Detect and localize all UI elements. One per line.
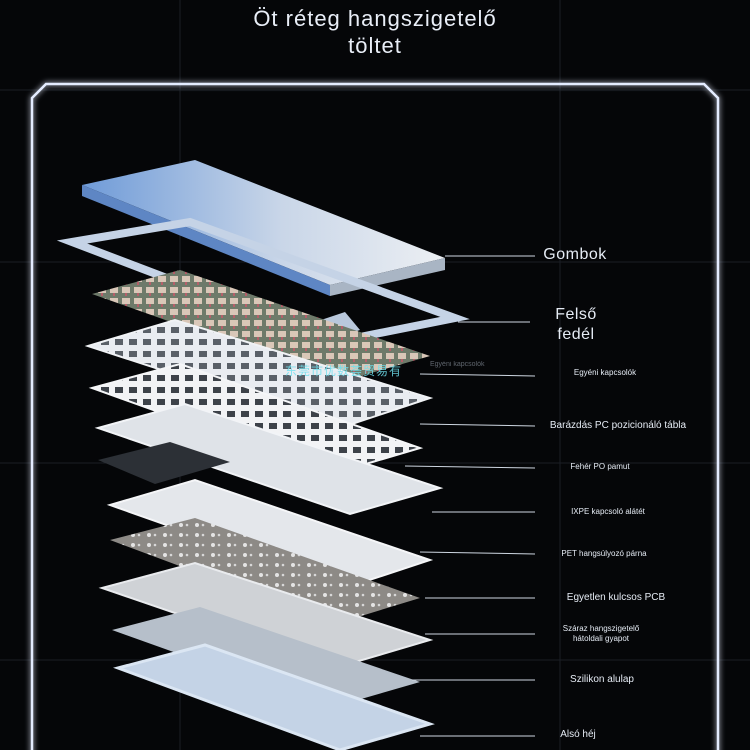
layer-label-gombok: Gombok: [543, 246, 607, 263]
pcb-layer: [110, 518, 420, 624]
ixpe-layer: [94, 402, 444, 516]
page-title-line-1: Öt réteg hangszigetelő: [253, 6, 497, 31]
bottom-case-layer: [113, 643, 435, 750]
watermark-small-text: Egyéni kapcsolók: [430, 361, 485, 368]
layer-label-felso-fedel: Felső fedél: [555, 306, 597, 343]
silicone-layer: [112, 607, 420, 708]
layer-label-szaraz-gyapot: Száraz hangszigetelő hátoldali gyapot: [562, 624, 640, 643]
layer-label-egyeni-kapcsolok: Egyéni kapcsolók: [573, 368, 637, 377]
layer-label-ixpe: IXPE kapcsoló alátét: [571, 507, 645, 516]
layer-label-szilikon: Szilikon alulap: [570, 674, 634, 685]
switches-layer: [92, 270, 430, 382]
leader-lines: [404, 255, 536, 737]
layer-label-pet: PET hangsúlyozó párna: [561, 549, 647, 558]
layer-label-feher-po-pamut: Fehér PO pamut: [570, 462, 630, 471]
layer-label-pcb: Egyetlen kulcsos PCB: [566, 592, 666, 603]
layer-label-barazdas-pc: Barázdás PC pozicionáló tábla: [549, 420, 687, 431]
layer-label-also-hej: Alsó héj: [560, 729, 596, 740]
watermark-text: 东莞市优数荟贸易有: [285, 364, 403, 378]
page-title-line-2: töltet: [348, 33, 402, 58]
